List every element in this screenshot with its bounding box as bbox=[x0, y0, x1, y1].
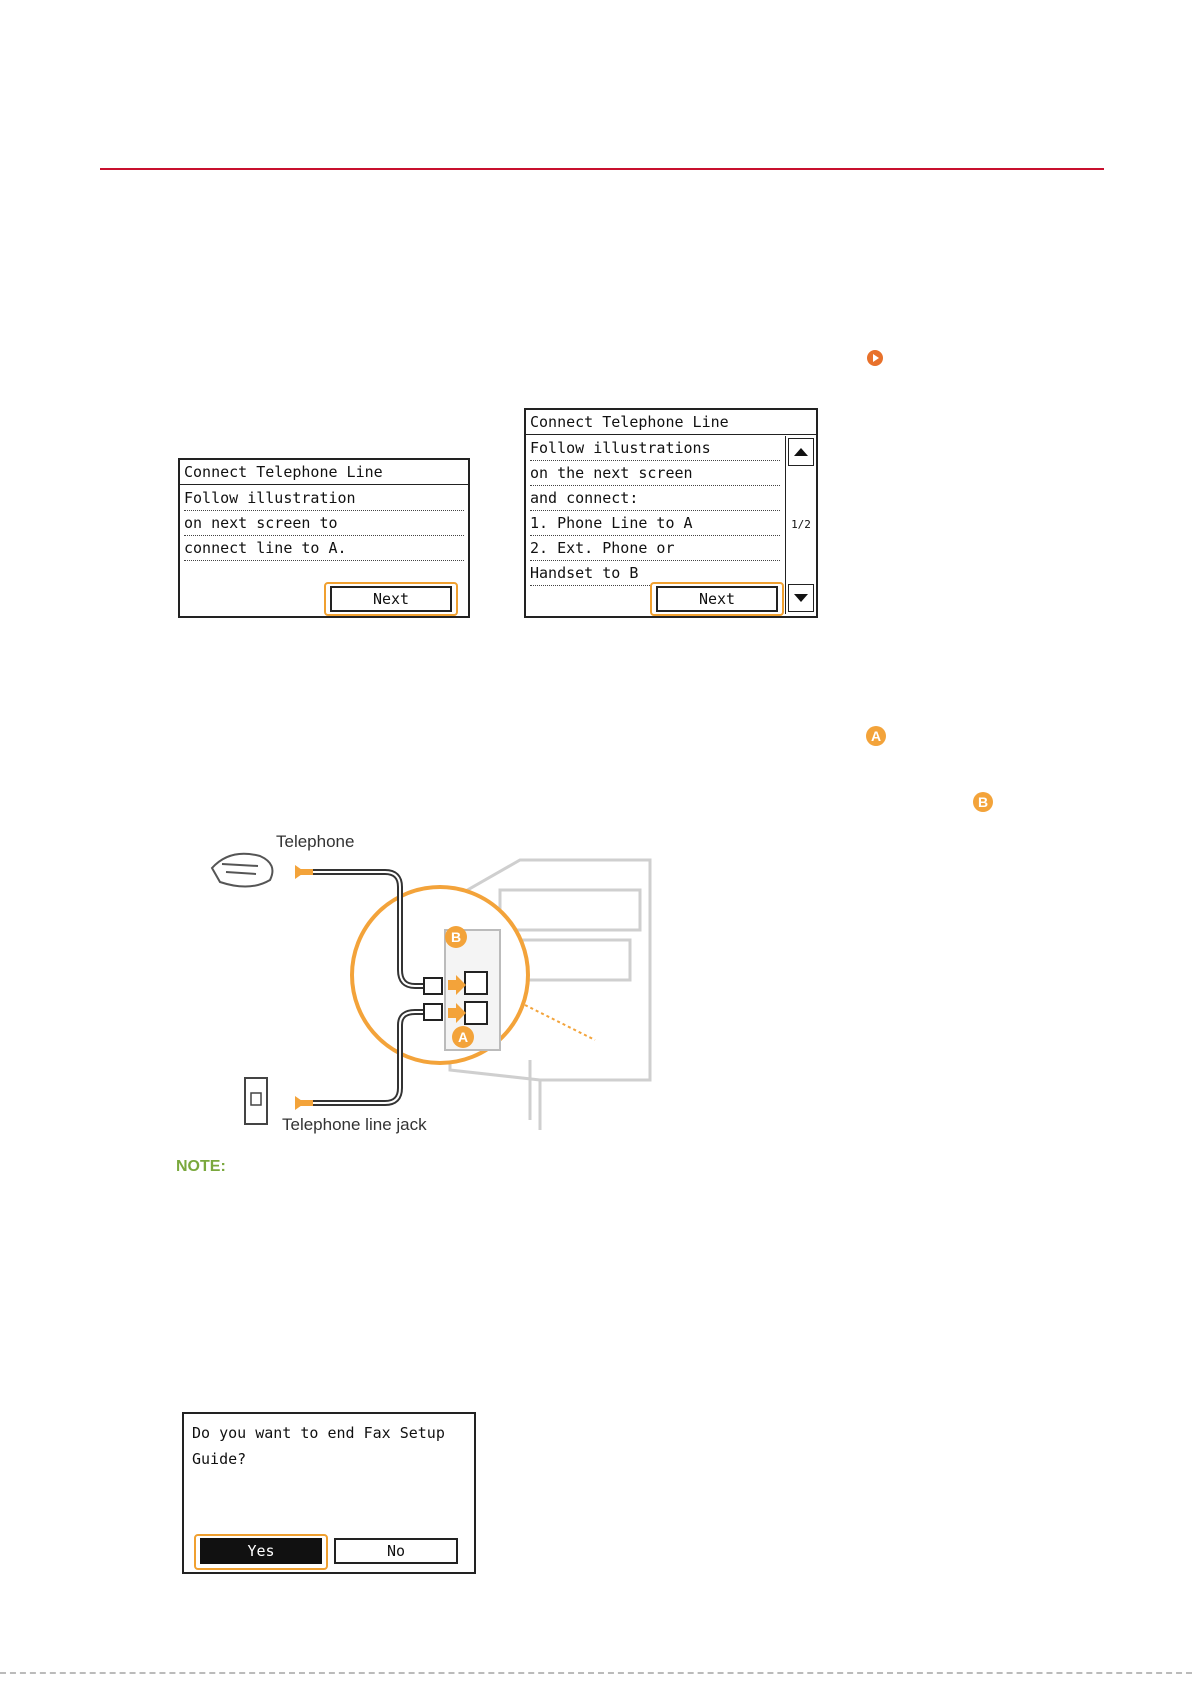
screen-line: on the next screen bbox=[530, 461, 780, 486]
scroll-down-icon[interactable] bbox=[788, 584, 814, 612]
screen-line: 1. Phone Line to A bbox=[530, 511, 780, 536]
screen-line: and connect: bbox=[530, 486, 780, 511]
screen-line: Follow illustration bbox=[184, 486, 464, 511]
no-button[interactable]: No bbox=[334, 1538, 458, 1564]
telephone-label: Telephone bbox=[276, 832, 355, 851]
next-button[interactable]: Next bbox=[330, 586, 452, 612]
yes-button[interactable]: Yes bbox=[200, 1538, 322, 1564]
page-edge-marks bbox=[0, 1672, 1192, 1676]
link-arrow-icon[interactable] bbox=[867, 350, 883, 366]
lcd-screen-single-line: Connect Telephone Line Follow illustrati… bbox=[178, 458, 470, 618]
lcd-screen-two-lines: Connect Telephone Line Follow illustrati… bbox=[524, 408, 818, 618]
callout-b-icon: B bbox=[973, 792, 993, 812]
screen-title: Connect Telephone Line bbox=[526, 410, 816, 435]
screen-line: on next screen to bbox=[184, 511, 464, 536]
lcd-screen-end-setup: Do you want to end Fax Setup Guide? Yes … bbox=[182, 1412, 476, 1574]
screen-line: Handset to B bbox=[530, 561, 650, 586]
next-button-highlight bbox=[324, 582, 458, 616]
callout-a-icon: A bbox=[866, 726, 886, 746]
next-button[interactable]: Next bbox=[656, 586, 778, 612]
telephone-line-jack-label: Telephone line jack bbox=[282, 1115, 427, 1134]
end-setup-message-line1: Do you want to end Fax Setup bbox=[192, 1424, 445, 1442]
screen-title: Connect Telephone Line bbox=[180, 460, 468, 485]
screen-line: Follow illustrations bbox=[530, 436, 780, 461]
screen-line: connect line to A. bbox=[184, 536, 464, 561]
scrollbar[interactable]: 1/2 bbox=[785, 436, 814, 614]
scroll-up-icon[interactable] bbox=[788, 438, 814, 466]
port-a-callout-icon: A bbox=[452, 1026, 474, 1048]
port-b-callout-icon: B bbox=[445, 926, 467, 948]
connection-diagram: Telephone Telephone line jack B A bbox=[200, 820, 680, 1140]
end-setup-message-line2: Guide? bbox=[192, 1450, 247, 1468]
page-indicator: 1/2 bbox=[791, 518, 811, 531]
note-label: NOTE: bbox=[176, 1158, 226, 1175]
header-rule bbox=[100, 168, 1104, 170]
yes-button-highlight bbox=[194, 1534, 328, 1570]
screen-line: 2. Ext. Phone or bbox=[530, 536, 780, 561]
next-button-highlight bbox=[650, 582, 784, 616]
